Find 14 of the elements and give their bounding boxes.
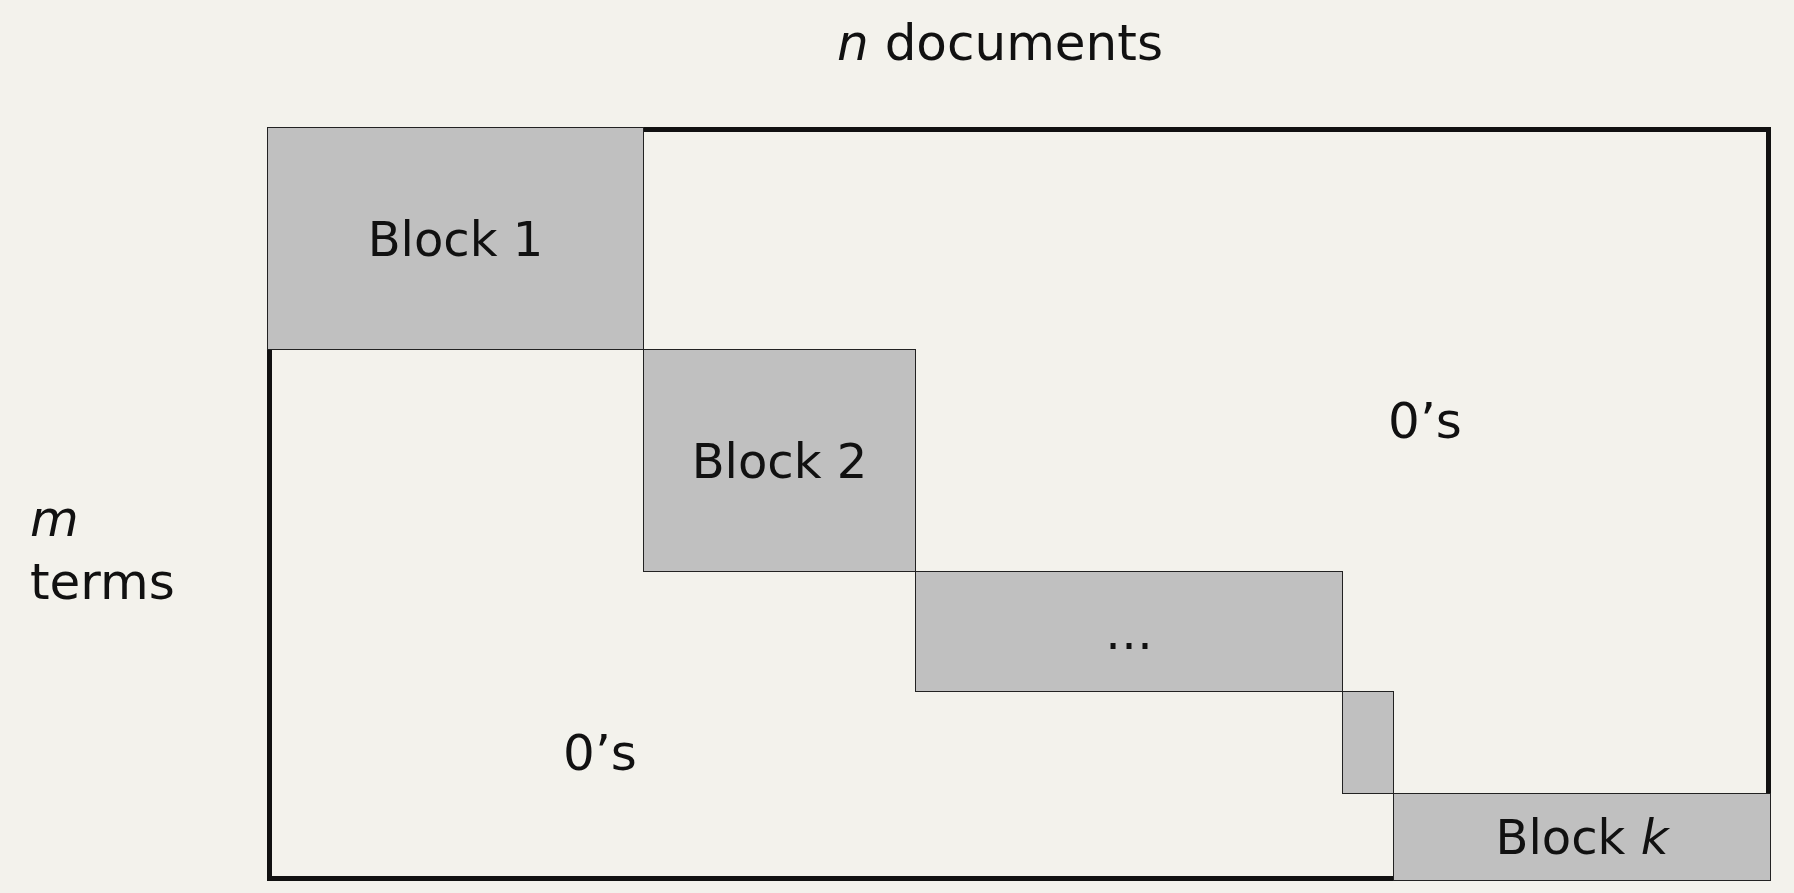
block-label: …	[1105, 603, 1153, 660]
zero-region-label: 0’s	[1387, 391, 1463, 452]
block-label: Block 1	[367, 210, 544, 267]
matrix-frame	[267, 127, 1771, 881]
matrix-block	[1342, 691, 1394, 794]
block-label: Block 2	[691, 432, 868, 489]
matrix-block	[643, 349, 916, 572]
matrix-block	[915, 571, 1343, 692]
zero-region-label: 0’s	[562, 723, 638, 784]
matrix-block	[1393, 793, 1771, 881]
block-label: Block k	[1495, 809, 1669, 865]
matrix-block	[267, 127, 644, 350]
axis-title: m terms	[30, 489, 176, 613]
axis-title: n documents	[836, 13, 1164, 74]
